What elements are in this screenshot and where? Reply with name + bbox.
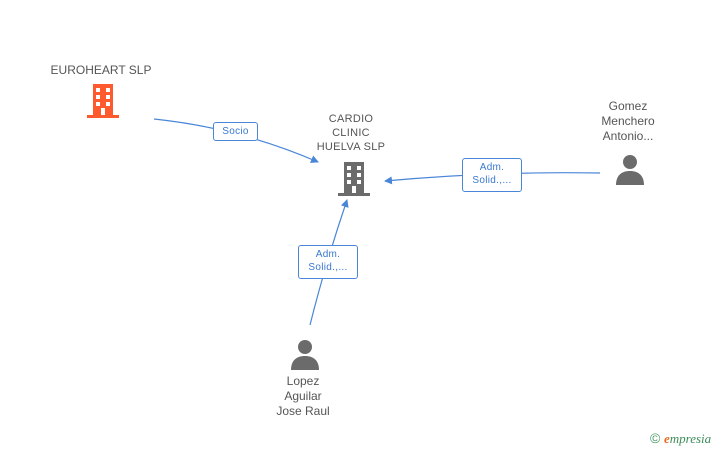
- brand-name: mpresia: [669, 431, 712, 446]
- node-cardio-label[interactable]: CARDIO CLINIC HUELVA SLP: [316, 113, 386, 153]
- copyright-symbol: ©: [650, 430, 661, 446]
- empresia-watermark: © empresia: [650, 430, 711, 447]
- building-icon[interactable]: [87, 84, 119, 118]
- node-euroheart-label[interactable]: EUROHEART SLP: [50, 63, 152, 77]
- edge-label-lopez-adm[interactable]: Adm. Solid.,...: [298, 245, 358, 279]
- person-icon[interactable]: [614, 153, 646, 185]
- node-gomez-label[interactable]: Gomez Menchero Antonio...: [601, 99, 655, 143]
- brand-initial: e: [663, 431, 670, 446]
- edge-label-gomez-adm[interactable]: Adm. Solid.,...: [462, 158, 522, 192]
- building-icon[interactable]: [338, 162, 370, 196]
- edge-label-socio[interactable]: Socio: [213, 122, 258, 141]
- person-icon[interactable]: [289, 338, 321, 370]
- node-lopez-label[interactable]: Lopez Aguilar Jose Raul: [276, 374, 330, 418]
